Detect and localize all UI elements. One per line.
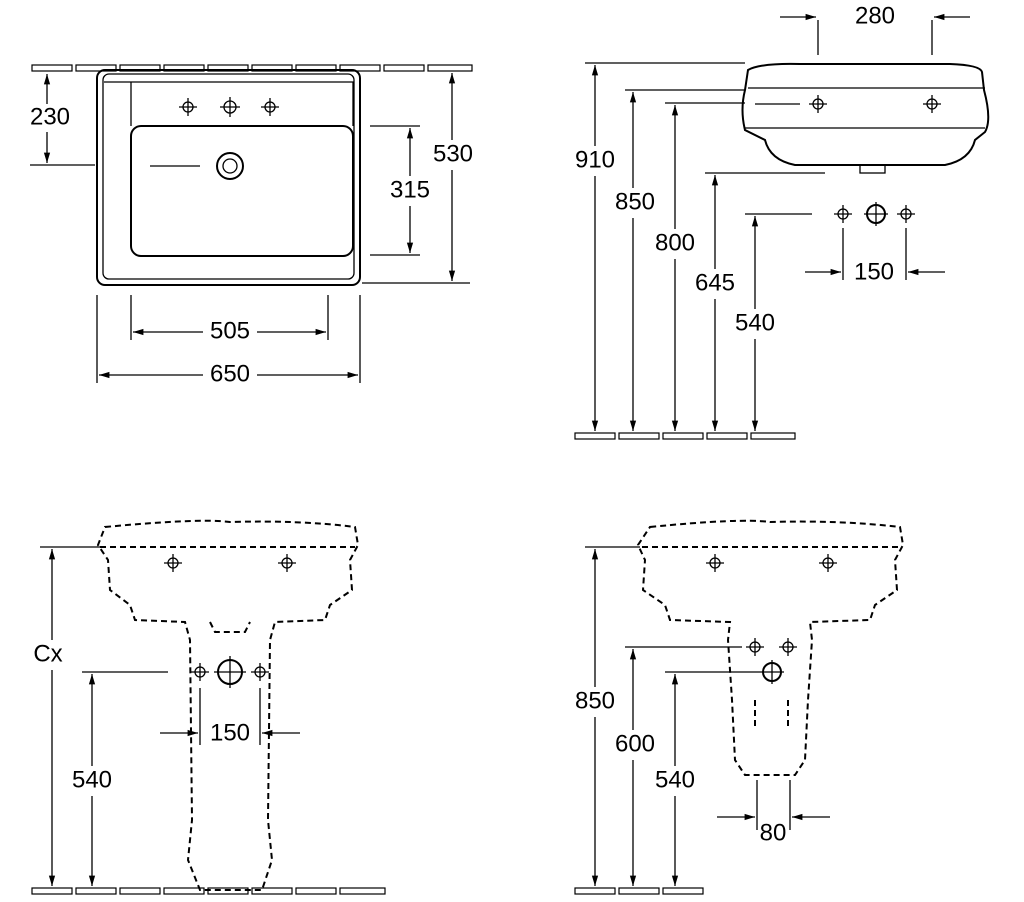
dim-540: 540 (72, 766, 112, 793)
dim-540: 540 (735, 309, 775, 336)
drain-icon (864, 202, 888, 226)
dim-80: 80 (760, 819, 787, 846)
dim-505: 505 (210, 317, 250, 344)
dim-280: 280 (855, 2, 895, 29)
basin-outline (96, 69, 361, 286)
dim-850: 850 (575, 687, 615, 714)
pedestal-view: Cx 540 150 (26, 519, 386, 895)
semi-pedestal-view: 850 600 540 80 (570, 519, 905, 895)
dim-540: 540 (655, 766, 695, 793)
side-view: 280 910 850 800 645 540 150 (570, 2, 990, 440)
drain-icon (216, 152, 244, 180)
floor-tiles (574, 887, 704, 895)
dim-600: 600 (615, 730, 655, 757)
dim-650: 650 (210, 360, 250, 387)
drain-icon (760, 660, 784, 684)
dim-850: 850 (615, 188, 655, 215)
dim-230: 230 (30, 103, 70, 130)
dim-800: 800 (655, 229, 695, 256)
dim-910: 910 (575, 146, 615, 173)
dim-150: 150 (854, 258, 894, 285)
top-view: 230 530 315 505 650 (24, 64, 478, 389)
drain-icon (214, 656, 246, 688)
dim-150: 150 (210, 719, 250, 746)
floor-tiles (574, 432, 796, 440)
dim-530: 530 (433, 140, 473, 167)
dim-315: 315 (390, 176, 430, 203)
dim-645: 645 (695, 269, 735, 296)
bowl (130, 125, 354, 257)
wall-tiles (31, 64, 473, 72)
dim-cx: Cx (33, 640, 62, 667)
